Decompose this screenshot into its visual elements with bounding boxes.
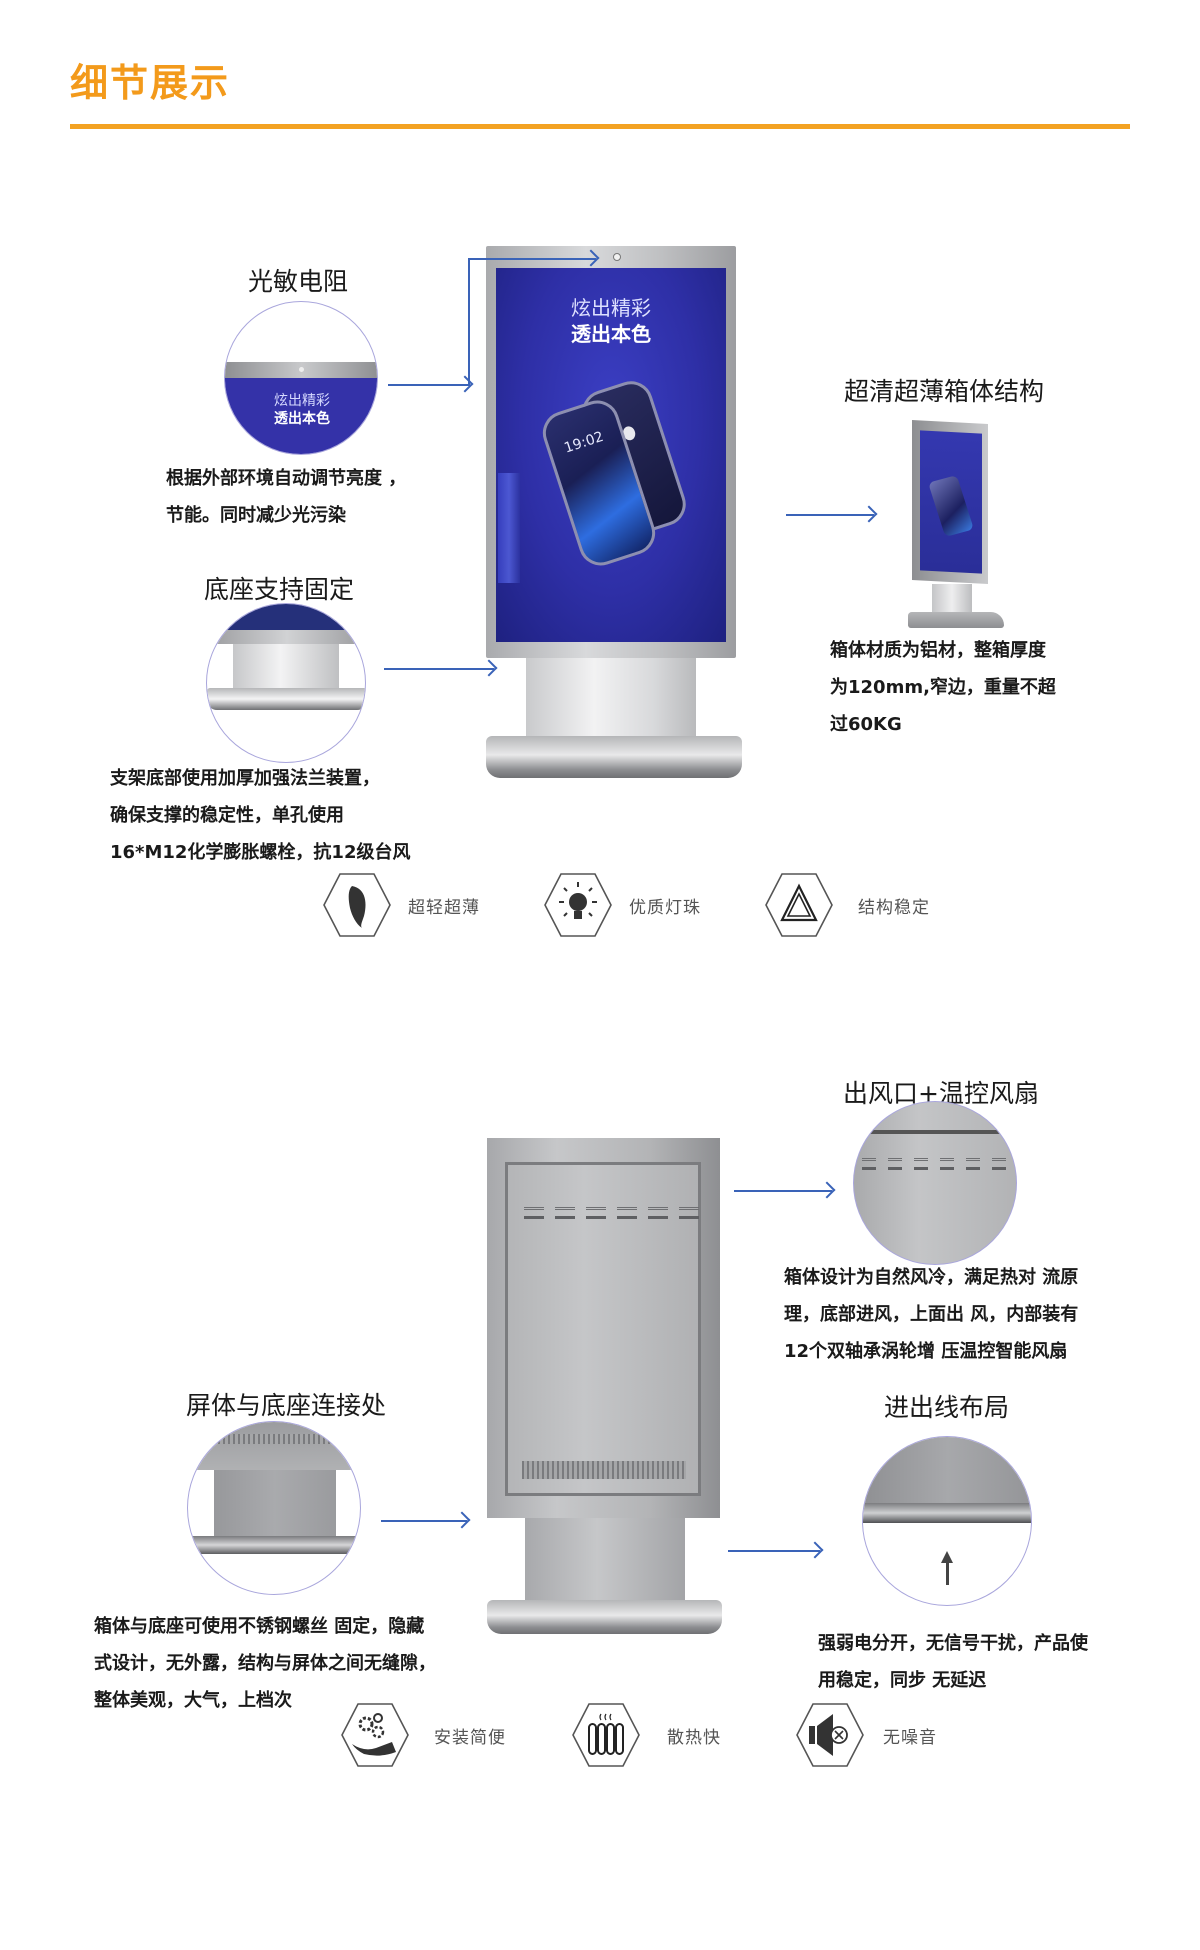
rear-base [487, 1600, 722, 1634]
callout-desc-air-outlet: 箱体设计为自然风冷，满足热对 流原 理，底部进风，上面出 风，内部装有 12个双… [784, 1267, 1079, 1362]
feature-label: 优质灯珠 [629, 897, 701, 918]
feature-fast-cooling: 散热快 [571, 1702, 721, 1768]
arrow-to-thin-cabinet [786, 514, 874, 516]
feature-no-noise: 无噪音 [795, 1702, 937, 1768]
screen-slogan-line1: 炫出精彩 [571, 296, 651, 320]
vent-slot [524, 1207, 544, 1219]
thumb-base [908, 612, 1004, 628]
callout-heading-base-fixing: 底座支持固定 [204, 575, 355, 604]
light-sensor-dot [613, 253, 621, 261]
kiosk-front-image: 炫出精彩 透出本色 19:02 [486, 246, 742, 778]
callout-heading-joint: 屏体与底座连接处 [186, 1391, 387, 1420]
zoom-base [188, 1536, 360, 1554]
zoom-panel-edge [854, 1130, 1016, 1134]
vent-slot [914, 1158, 928, 1170]
kiosk-rear-image [487, 1138, 722, 1634]
feature-quality-led: 优质灯珠 [543, 872, 701, 938]
vent-slot [586, 1207, 606, 1219]
zoom-pillar [233, 644, 339, 692]
arrow-to-joint [381, 1520, 467, 1522]
lightbulb-icon [543, 872, 613, 938]
feature-label: 安装简便 [434, 1727, 506, 1748]
phone-clock: 19:02 [562, 428, 606, 457]
callout-desc-light-sensor: 根据外部环境自动调节亮度 ， 节能。同时减少光污染 [166, 468, 407, 526]
zoom-pillar [863, 1437, 1031, 1503]
feature-label: 散热快 [667, 1727, 721, 1748]
zoom-circle-base-fixing [206, 603, 366, 763]
feature-label: 超轻超薄 [408, 897, 480, 918]
kiosk-base [486, 736, 742, 778]
callout-desc-thin-cabinet: 箱体材质为铝材，整箱厚度 为120mm,窄边，重量不超 过60KG [830, 640, 1056, 735]
triangle-icon [764, 872, 834, 938]
arrow-to-base [384, 668, 494, 670]
callout-desc-joint: 箱体与底座可使用不锈钢螺丝 固定，隐藏 式设计，无外露，结构与屏体之间无缝隙， … [94, 1616, 436, 1711]
vent-slot [648, 1207, 668, 1219]
rear-panel [505, 1162, 701, 1496]
zoom-slogan-line1: 炫出精彩 [274, 393, 330, 409]
zoom-vent-row [862, 1158, 1006, 1170]
vent-slot [555, 1207, 575, 1219]
zoom-slogan-line2: 透出本色 [274, 411, 330, 427]
vent-row [524, 1207, 699, 1219]
callout-desc-base-fixing: 支架底部使用加厚加强法兰装置， 确保支撑的稳定性，单孔使用 16*M12化学膨胀… [110, 768, 411, 863]
zoom-grill [218, 1434, 332, 1444]
vent-slot [679, 1207, 699, 1219]
zoom-screen-edge [207, 604, 365, 630]
screen-pillar-decor [498, 473, 520, 583]
kiosk-screen: 炫出精彩 透出本色 19:02 [496, 268, 726, 642]
thumb-pillar [932, 584, 972, 616]
connector-line-vertical [468, 258, 470, 386]
feature-stable-structure: 结构稳定 [764, 872, 930, 938]
feather-icon [322, 872, 392, 938]
vent-slot [966, 1158, 980, 1170]
zoom-circle-cable-layout [862, 1436, 1032, 1606]
arrow-to-air-outlet [734, 1190, 832, 1192]
thumb-screen [920, 430, 982, 574]
kiosk-angled-thumbnail [908, 420, 1004, 632]
mute-speaker-icon [795, 1702, 865, 1768]
feature-easy-install: 安装简便 [340, 1702, 506, 1768]
radiator-icon [571, 1702, 641, 1768]
intake-grill [522, 1461, 686, 1479]
vent-slot [862, 1158, 876, 1170]
callout-heading-thin-cabinet: 超清超薄箱体结构 [844, 377, 1045, 406]
title-divider [70, 124, 1130, 129]
gears-hand-icon [340, 1702, 410, 1768]
zoom-sensor-dot [299, 367, 304, 372]
feature-label: 无噪音 [883, 1727, 937, 1748]
vent-slot [617, 1207, 637, 1219]
callout-heading-light-sensor: 光敏电阻 [248, 267, 349, 296]
zoom-frame-strip [207, 630, 365, 644]
cable-up-arrow-icon [946, 1559, 949, 1585]
screen-slogan-line2: 透出本色 [571, 322, 651, 346]
vent-slot [992, 1158, 1006, 1170]
rear-pillar [525, 1518, 685, 1606]
callout-desc-cable-layout: 强弱电分开，无信号干扰，产品使 用稳定，同步 无延迟 [818, 1633, 1088, 1691]
zoom-circle-air-outlet [853, 1101, 1017, 1265]
arrow-to-cable-layout [728, 1550, 820, 1552]
cable-up-arrow-head [941, 1551, 953, 1563]
callout-heading-cable-layout: 进出线布局 [884, 1393, 1010, 1422]
zoom-frame-bottom [188, 1422, 360, 1470]
thumb-phone [928, 475, 974, 537]
vent-slot [940, 1158, 954, 1170]
zoom-circle-light-sensor: 炫出精彩 透出本色 [224, 301, 378, 455]
connector-line [388, 384, 470, 386]
zoom-base [207, 688, 365, 710]
vent-slot [888, 1158, 902, 1170]
page-title: 细节展示 [70, 61, 231, 105]
zoom-pillar [214, 1470, 336, 1540]
zoom-base [863, 1503, 1031, 1523]
feature-label: 结构稳定 [858, 897, 930, 918]
zoom-circle-joint [187, 1421, 361, 1595]
feature-ultra-thin: 超轻超薄 [322, 872, 480, 938]
kiosk-pillar [526, 658, 696, 744]
arrow-to-light-sensor [468, 258, 596, 260]
zoom-screen: 炫出精彩 透出本色 [225, 378, 377, 454]
